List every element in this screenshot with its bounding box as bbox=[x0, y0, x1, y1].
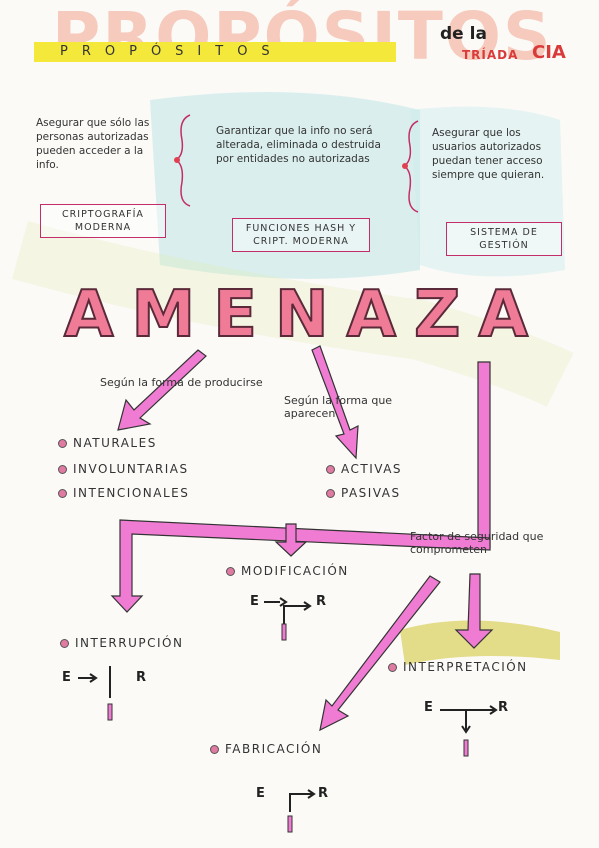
brace-right bbox=[402, 120, 419, 213]
item-pasivas: PASIVAS bbox=[326, 486, 401, 500]
arrow-diag-fabricacion bbox=[319, 575, 441, 732]
title-band-text: PROPÓSITOS bbox=[60, 44, 284, 59]
factor-fabricacion: FABRICACIÓN bbox=[210, 742, 322, 756]
bullet-icon bbox=[326, 489, 335, 498]
int-r: R bbox=[136, 670, 147, 685]
item-intencionales: INTENCIONALES bbox=[58, 486, 189, 500]
arrow-down-modificacion bbox=[274, 523, 308, 557]
bullet-icon bbox=[210, 745, 219, 754]
cia-label: CIA bbox=[532, 42, 566, 63]
mod-r: R bbox=[316, 594, 327, 609]
arrow-down-interpretacion bbox=[454, 573, 494, 649]
bullet-icon bbox=[58, 465, 67, 474]
threat-word: AMENAZA bbox=[63, 278, 546, 352]
item-involuntarias: INVOLUNTARIAS bbox=[58, 462, 189, 476]
arrow-right-trunk bbox=[477, 361, 491, 549]
label-security-factor: Factor de seguridad que comprometen bbox=[410, 530, 544, 556]
bullet-icon bbox=[60, 639, 69, 648]
tag-sistema-gestion: SISTEMA DE GESTIÓN bbox=[446, 222, 562, 256]
tag-funciones-hash: FUNCIONES HASH Y CRIPT. MODERNA bbox=[232, 218, 370, 252]
arrow-left-diag bbox=[117, 349, 207, 431]
factor-modificacion: MODIFICACIÓN bbox=[226, 564, 349, 578]
item-naturales: NATURALES bbox=[58, 436, 157, 450]
bullet-icon bbox=[326, 465, 335, 474]
factor-interrupcion: INTERRUPCIÓN bbox=[60, 636, 183, 650]
int-flow-icon bbox=[78, 666, 113, 721]
tag-criptografia: CRIPTOGRAFÍA MODERNA bbox=[40, 204, 166, 238]
interp-flow-icon bbox=[440, 705, 498, 757]
purpose-confidentiality-text: Asegurar que sólo las personas autorizad… bbox=[36, 117, 150, 171]
arrow-middle-diag bbox=[311, 345, 359, 460]
de-la-label: de la bbox=[440, 24, 487, 44]
brace-left bbox=[174, 114, 191, 207]
mod-e: E bbox=[250, 594, 259, 609]
arrow-horizontal-to-left bbox=[110, 519, 491, 613]
bullet-icon bbox=[226, 567, 235, 576]
purpose-integrity-text: Garantizar que la info no será alterada,… bbox=[216, 125, 381, 165]
bullet-icon bbox=[388, 663, 397, 672]
fab-flow-icon bbox=[287, 789, 316, 833]
label-by-appearance: Según la forma que aparecen bbox=[284, 394, 393, 420]
bullet-icon bbox=[58, 439, 67, 448]
factor-interpretacion: INTERPRETACIÓN bbox=[388, 660, 528, 674]
threat-title: AMENAZA bbox=[63, 278, 548, 352]
triada-label: TRÍADA bbox=[462, 48, 519, 62]
interp-e: E bbox=[424, 700, 433, 715]
int-e: E bbox=[62, 670, 71, 685]
fab-r: R bbox=[318, 786, 329, 801]
title-band bbox=[34, 42, 396, 62]
bullet-icon bbox=[58, 489, 67, 498]
label-by-production: Según la forma de producirse bbox=[100, 376, 263, 389]
interp-r: R bbox=[498, 700, 509, 715]
mod-flow-icon bbox=[264, 597, 312, 641]
purpose-availability-text: Asegurar que los usuarios autorizados pu… bbox=[432, 127, 545, 181]
fab-e: E bbox=[256, 786, 265, 801]
item-activas: ACTIVAS bbox=[326, 462, 402, 476]
